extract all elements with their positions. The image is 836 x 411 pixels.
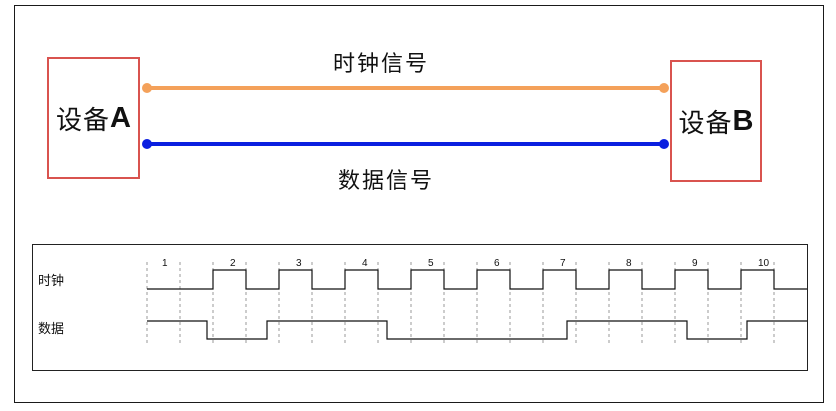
device-b-suffix: B bbox=[732, 104, 754, 137]
cycle-number-label: 6 bbox=[494, 258, 500, 269]
cycle-number-label: 7 bbox=[560, 258, 566, 269]
cycle-number-label: 5 bbox=[428, 258, 434, 269]
clock-line-end-a bbox=[142, 83, 152, 93]
data-line-end-a bbox=[142, 139, 152, 149]
clock-line-end-b bbox=[659, 83, 669, 93]
timing-clock-row-label: 时钟 bbox=[38, 274, 65, 289]
timing-data-row-label: 数据 bbox=[38, 322, 65, 337]
data-signal-label: 数据信号 bbox=[338, 169, 435, 194]
cycle-number-label: 8 bbox=[626, 258, 632, 269]
clock-signal-label: 时钟信号 bbox=[333, 52, 430, 77]
device-b-prefix: 设备 bbox=[678, 108, 733, 139]
cycle-number-label: 9 bbox=[692, 258, 698, 269]
cycle-number-label: 3 bbox=[296, 258, 302, 269]
device-a-suffix: A bbox=[110, 101, 131, 134]
cycle-number-label: 1 bbox=[162, 258, 168, 269]
cycle-number-label: 2 bbox=[230, 258, 236, 269]
device-a-prefix: 设备 bbox=[56, 105, 111, 136]
cycle-number-label: 10 bbox=[758, 258, 770, 269]
data-line-end-b bbox=[659, 139, 669, 149]
timing-diagram-box bbox=[32, 244, 808, 371]
clock-waveform bbox=[147, 269, 807, 290]
cycle-number-label: 4 bbox=[362, 258, 368, 269]
data-waveform bbox=[147, 320, 807, 340]
